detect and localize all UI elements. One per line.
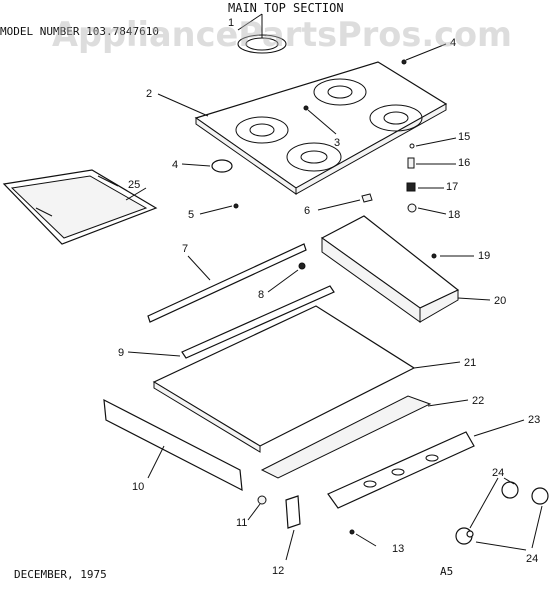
diagram-title: MAIN TOP SECTION — [228, 1, 344, 15]
callout-leaders — [125, 43, 543, 561]
callout-19: 19 — [478, 250, 490, 262]
callout-20: 20 — [494, 295, 506, 307]
part-22-shelf — [260, 395, 432, 479]
callout-5: 5 — [188, 209, 194, 221]
part-4-knob — [211, 159, 233, 173]
part-9-front-rail — [181, 285, 335, 359]
callout-3: 3 — [334, 137, 340, 149]
part-3-screw — [303, 105, 309, 111]
callout-17: 17 — [446, 181, 458, 193]
callout-4-knob: 4 — [172, 159, 178, 171]
callout-2: 2 — [146, 88, 152, 100]
callout-1: 1 — [228, 17, 234, 29]
part-1-grate — [237, 13, 287, 54]
part-20-bracket — [320, 215, 460, 323]
hardware-stack-15-18 — [406, 143, 417, 213]
callout-10: 10 — [132, 481, 144, 493]
part-12-bracket — [285, 495, 301, 529]
callout-numbers: 1 2 3 4 4 5 6 7 8 9 10 11 12 13 15 16 17… — [118, 17, 540, 577]
part-5-screw — [233, 203, 239, 209]
part-13-screw — [349, 529, 355, 535]
callout-9: 9 — [118, 347, 124, 359]
callout-11: 11 — [236, 517, 247, 529]
callout-4-screw: 4 — [450, 37, 456, 49]
callout-13: 13 — [392, 543, 404, 555]
footer-code: A5 — [440, 565, 453, 578]
callout-23: 23 — [528, 414, 540, 426]
part-10-side-panel — [103, 398, 243, 492]
part-23-control-panel — [327, 431, 475, 509]
callout-18: 18 — [448, 209, 460, 221]
model-number-line: MODEL NUMBER 103.7847610 — [0, 25, 159, 38]
part-6-clip — [361, 193, 373, 203]
callout-21: 21 — [464, 357, 476, 369]
part-25-tray — [2, 169, 158, 245]
part-2-cooktop — [194, 61, 448, 195]
callout-16: 16 — [458, 157, 470, 169]
callout-12: 12 — [272, 565, 284, 577]
part-4-screw — [401, 59, 407, 65]
callout-7: 7 — [182, 243, 188, 255]
watermark-logo: AppliancePartsPros.com — [52, 15, 512, 55]
callout-22: 22 — [472, 395, 484, 407]
footer-date: DECEMBER, 1975 — [14, 568, 107, 581]
part-19-screw — [431, 253, 437, 259]
callout-6: 6 — [304, 205, 310, 217]
callout-24-bottom: 24 — [526, 553, 538, 565]
part-7-trim-strip — [147, 243, 307, 323]
part-21-panel — [152, 305, 416, 453]
callout-8: 8 — [258, 289, 264, 301]
callout-24-top: 24 — [492, 467, 504, 479]
part-11-bumper — [257, 495, 267, 505]
callout-25: 25 — [128, 179, 140, 191]
part-8-screw — [298, 262, 306, 270]
part-24-knobs — [455, 481, 549, 545]
callout-15: 15 — [458, 131, 470, 143]
